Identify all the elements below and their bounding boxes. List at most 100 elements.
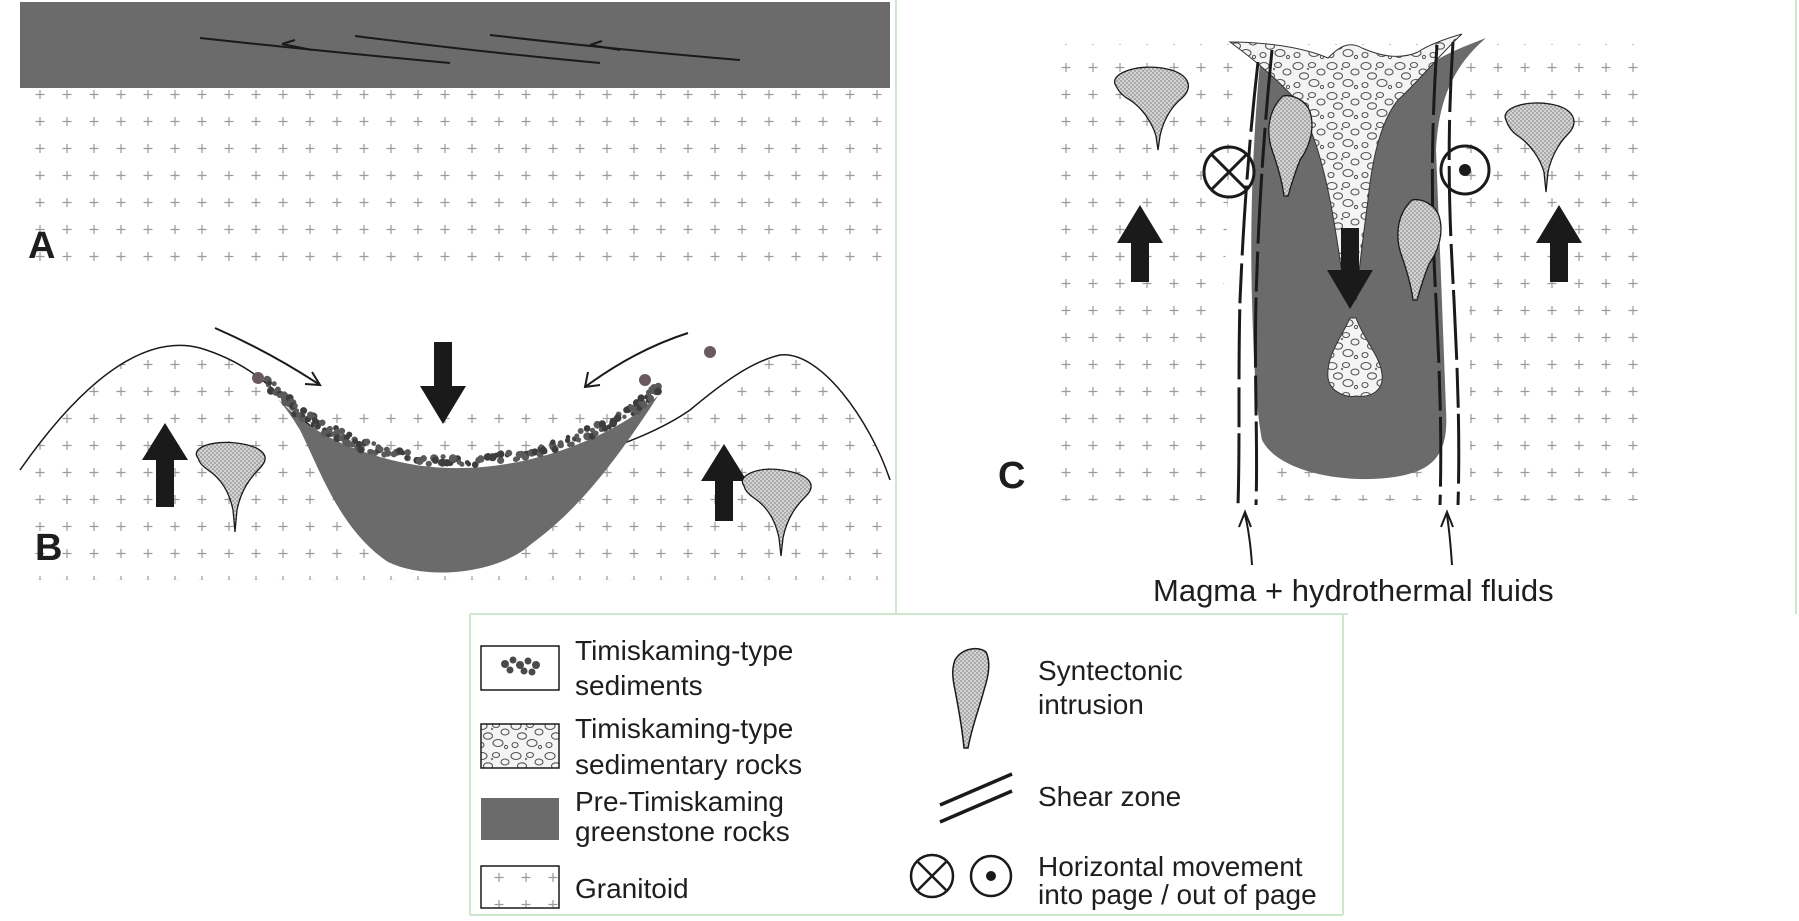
panel-c-letter: C [998,455,1025,497]
panel-c-sedimentary-fill-lower [1327,317,1383,397]
sediment-clast [357,445,365,454]
sediment-clast [598,420,606,428]
sediment-clast [577,428,584,434]
sediment-clast [613,414,622,422]
panel-c-out-of-page-symbol [1439,144,1491,196]
legend: Timiskaming-type sediments Timiskaming-t… [480,635,1317,910]
panel-c-intrusion-3 [1268,94,1313,197]
panel-c-fluid-arrows [1238,509,1454,566]
sediment-clast [515,456,521,461]
legend-out-of-page-icon [969,854,1013,898]
sediment-clast [593,430,599,437]
sediment-clast [640,401,648,409]
sediment-clast [420,455,427,462]
panel-a-granitoid [20,88,890,278]
legend-label-sediments-2: sediments [575,670,703,701]
legend-swatch-sedimentary-rocks [480,723,560,769]
legend-label-sedimentary-rocks-2: sedimentary rocks [575,749,802,780]
sediment-clast [271,381,277,387]
legend-item-shear-zone: Shear zone [939,772,1181,824]
sediment-clast [440,454,446,460]
panel-a: A [20,2,890,278]
legend-item-sediments: Timiskaming-type sediments [480,635,793,701]
sediment-clast [252,372,264,384]
sediment-clast [622,414,627,419]
sediment-clast [371,441,377,446]
sediment-clast [497,450,505,458]
sediment-clast [267,380,273,386]
legend-label-greenstone-2: greenstone rocks [575,816,790,847]
legend-swatch-clasts [501,656,540,676]
panel-c-greenstone-body [1251,38,1486,480]
panel-a-letter: A [28,225,55,267]
sediment-clast [326,432,331,438]
panel-b-sediment-arrows [214,327,689,389]
legend-label-horizontal-movement-2: into page / out of page [1038,879,1317,910]
panel-a-thrust-lines [199,34,741,64]
sediment-clast [368,449,374,455]
sediment-clast [569,441,575,448]
sediment-clast [557,440,564,446]
panel-c-up-arrow-right [1536,205,1582,282]
panel-b-down-arrow [420,342,466,424]
legend-swatch-intrusion [952,647,990,749]
sediment-clast [400,450,406,456]
legend-item-sedimentary-rocks: Timiskaming-type sedimentary rocks [480,713,802,780]
legend-label-intrusion-2: intrusion [1038,689,1144,720]
panel-c-intrusion-2 [1504,102,1575,193]
legend-item-horizontal-movement: Horizontal movement into page / out of p… [909,851,1317,910]
legend-label-horizontal-movement-1: Horizontal movement [1038,851,1303,882]
frame-lines [469,0,1797,916]
panel-b-greenstone-basin [268,388,658,573]
sediment-clast [609,419,617,428]
sediment-clast [505,449,513,457]
panel-c-into-page-symbol [1202,145,1256,199]
panel-b-intrusion-right [741,468,812,557]
sediment-clast [404,455,410,461]
sediment-clast [338,427,346,435]
sediment-clast [377,446,384,453]
sediment-clast [320,429,328,437]
sediment-clast [471,461,479,469]
sediment-clast [326,425,333,433]
panel-b-sediment-clasts [252,346,716,469]
legend-label-sediments-1: Timiskaming-type [575,635,793,666]
sediment-clast [550,439,556,445]
sediment-clast [647,394,654,402]
legend-label-sedimentary-rocks-1: Timiskaming-type [575,713,793,744]
legend-swatch-shear-zone [939,772,1013,824]
sediment-clast [575,437,582,443]
sediment-clast [704,346,716,358]
legend-item-intrusion: Syntectonic intrusion [952,647,1183,749]
panel-c-intrusion-4 [1397,198,1442,301]
panel-c-down-arrow [1327,228,1373,309]
panel-a-greenstone-layer [20,2,890,88]
sediment-clast [431,456,439,464]
sediment-clast [319,419,326,426]
legend-item-granitoid: Granitoid [480,865,689,909]
sediment-clast [384,449,392,457]
sediment-clast [448,454,457,463]
panel-c-shear-zones [1236,41,1461,506]
sediment-clast [292,403,298,409]
sediment-clast [654,387,662,396]
sediment-clast [637,394,645,402]
sediment-clast [574,433,580,439]
panel-c-intrusion-1 [1113,66,1189,151]
sediment-clast [477,455,485,462]
legend-label-granitoid: Granitoid [575,873,689,904]
sediment-clast [346,431,353,438]
sediment-clast [363,438,371,446]
legend-swatch-granitoid [480,865,560,909]
legend-item-greenstone: Pre-Timiskaming greenstone rocks [481,786,790,847]
sediment-clast [294,408,300,414]
sediment-clast [564,437,571,444]
panel-c-sedimentary-fill-upper [1228,33,1463,301]
panel-c-up-arrow-left [1117,205,1163,282]
panel-b-up-arrow-left [142,423,188,507]
legend-label-shear-zone: Shear zone [1038,781,1181,812]
legend-label-intrusion-1: Syntectonic [1038,655,1183,686]
sediment-clast [542,448,548,455]
sediment-clast [629,404,637,412]
legend-swatch-greenstone [481,798,559,840]
